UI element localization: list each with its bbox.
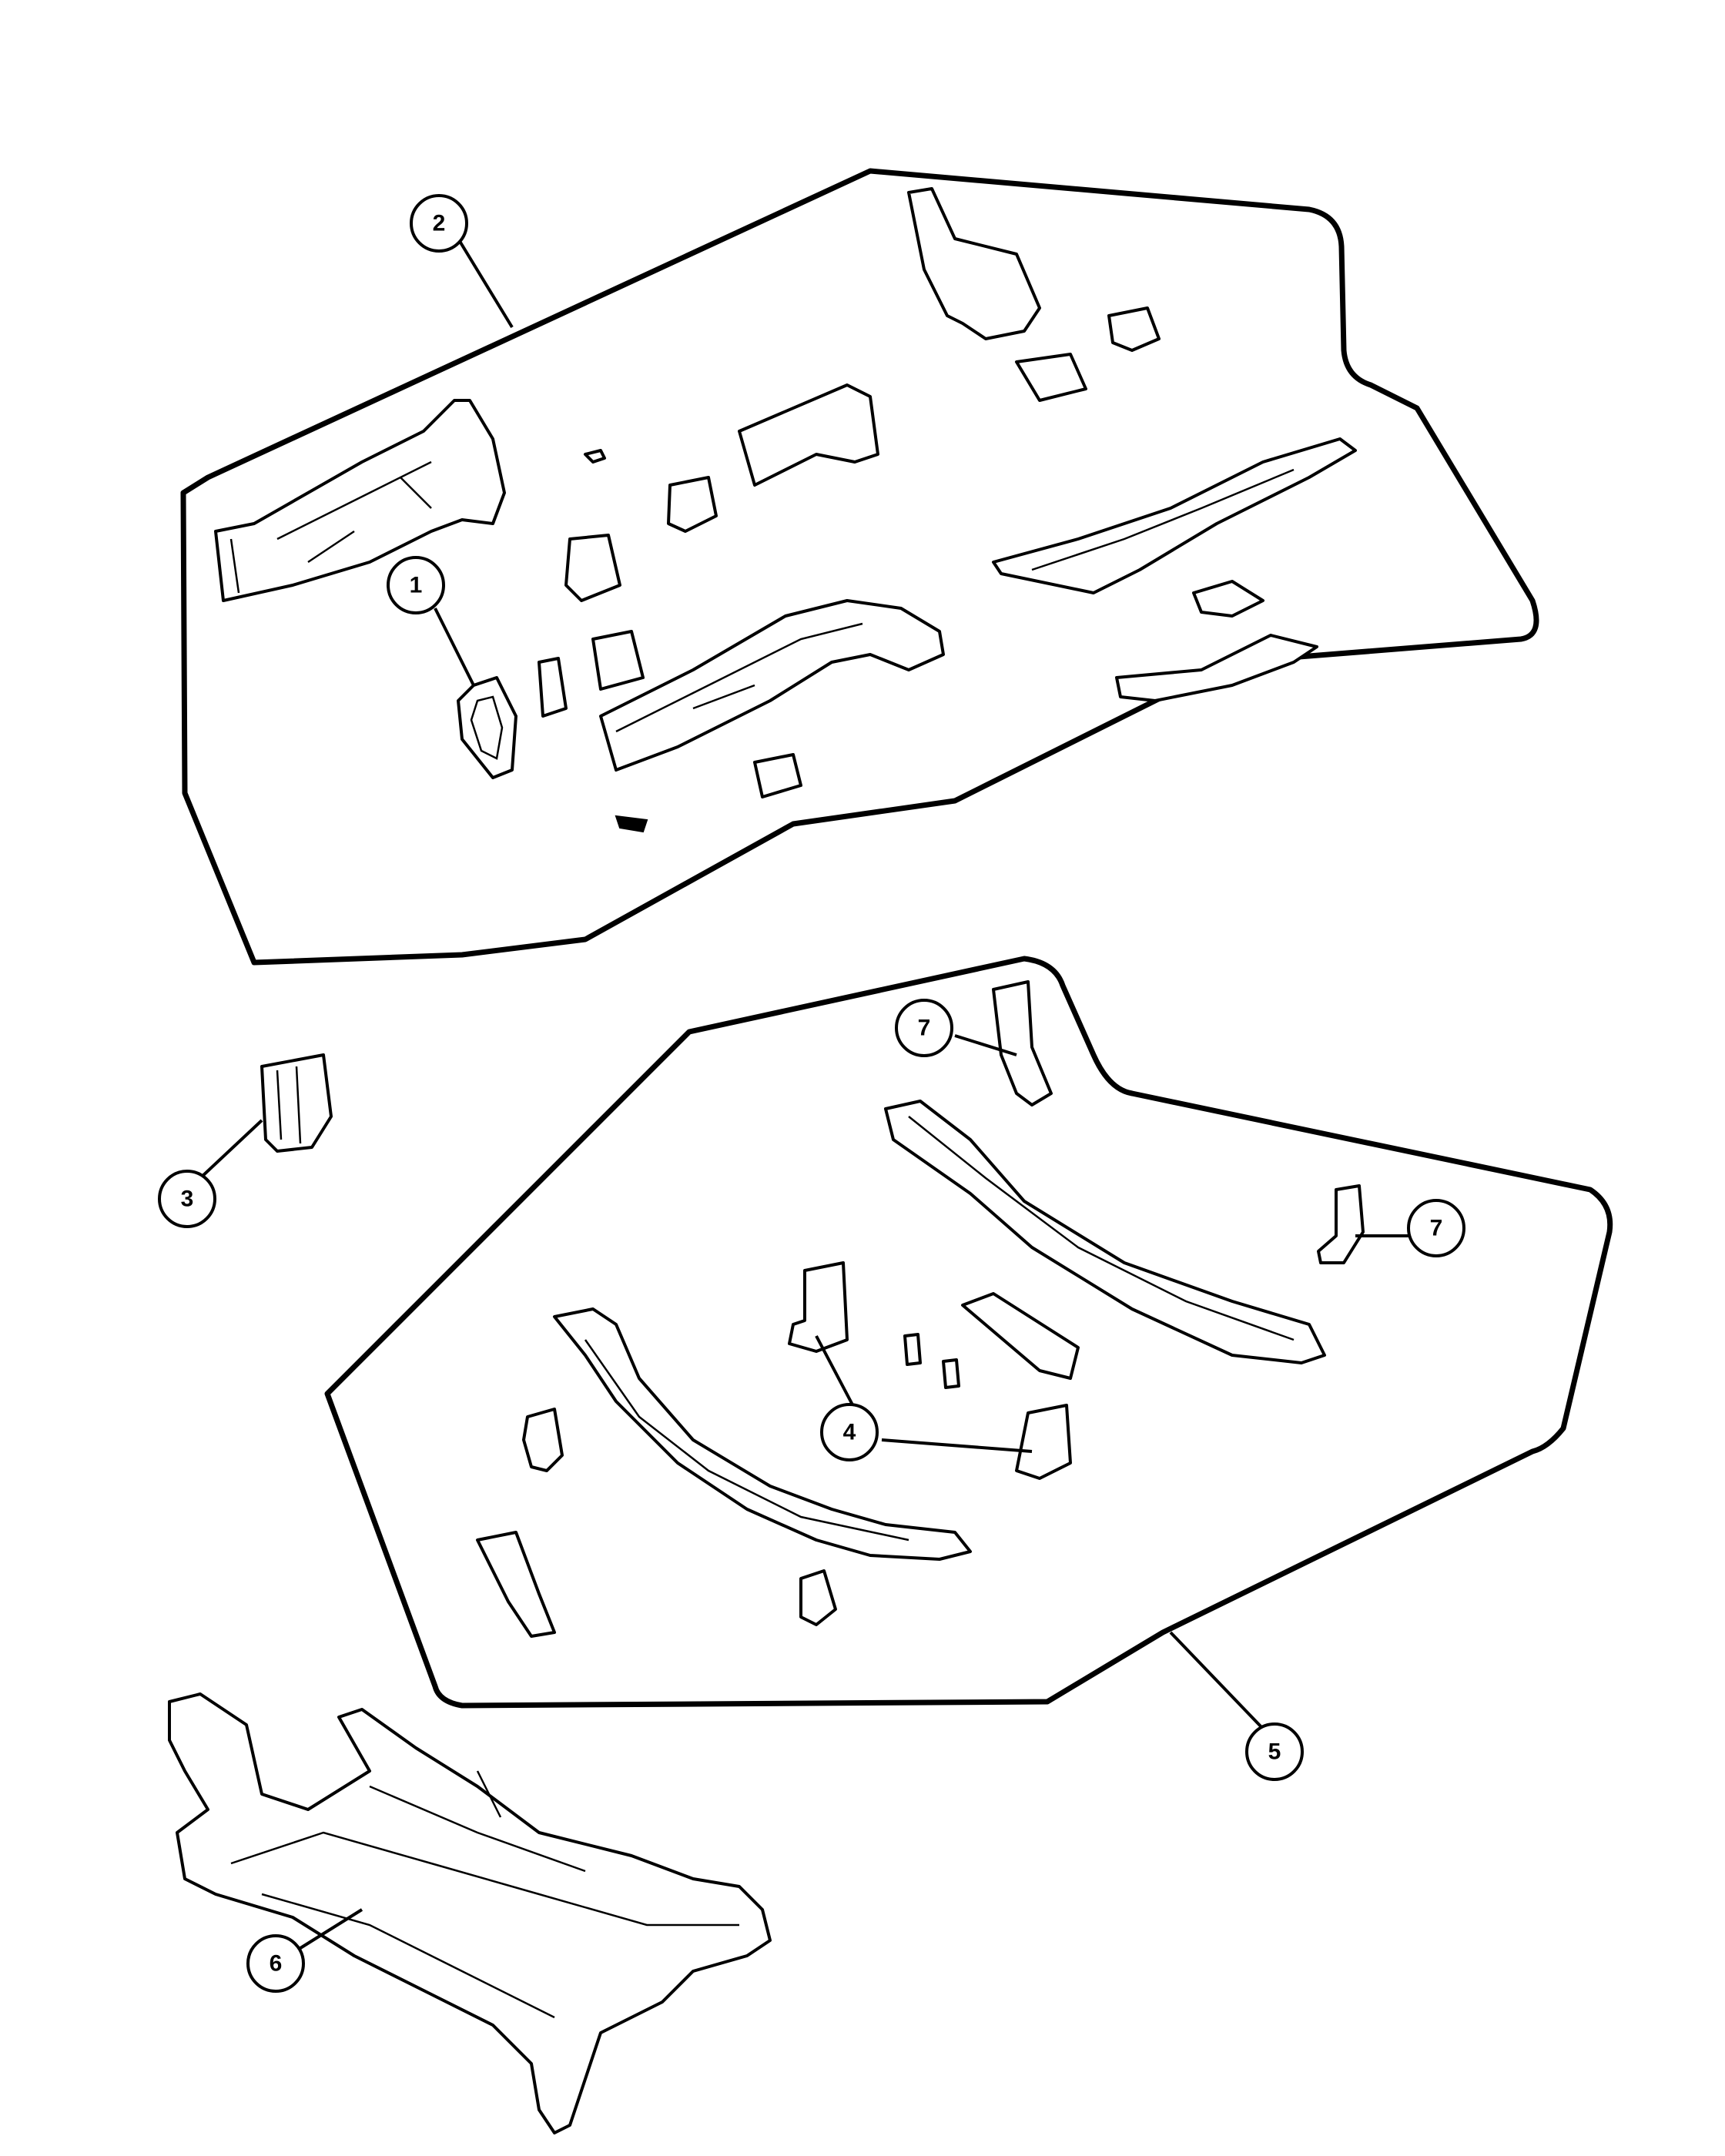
leader-5 <box>1169 1631 1264 1730</box>
callout-4: 4 <box>820 1403 879 1461</box>
small-bolt <box>615 815 648 833</box>
callout-1-label: 1 <box>410 573 423 598</box>
tower-bracket <box>907 187 1041 340</box>
front-crossmember-detail <box>584 1339 909 1542</box>
bracket-a <box>667 476 718 533</box>
spacer-b <box>942 1358 960 1389</box>
tall-bracket-left <box>476 1531 556 1638</box>
callout-5-circle <box>1245 1722 1304 1781</box>
round-mount <box>1192 580 1264 618</box>
subframe-part-6 <box>168 1692 772 2134</box>
bracket-d <box>538 657 568 718</box>
rear-crossmember-detail <box>908 1116 1295 1341</box>
callout-4-label: 4 <box>843 1420 856 1445</box>
parts-group-2 <box>214 187 1357 833</box>
ring-part-1 <box>457 676 518 779</box>
callout-2-label: 2 <box>433 211 446 236</box>
lower-clip <box>753 753 802 798</box>
callout-7-right-label: 7 <box>1430 1216 1443 1241</box>
leader-6 <box>299 1908 363 1950</box>
small-clip <box>584 449 606 464</box>
small-bracket-top <box>1107 306 1161 352</box>
leader-3 <box>199 1119 263 1180</box>
callout-7-right-circle <box>1407 1199 1465 1257</box>
leader-1 <box>434 608 475 686</box>
leader-7a <box>954 1034 1017 1056</box>
front-crossmember <box>553 1307 972 1561</box>
part-3-detail <box>276 1066 302 1144</box>
subframe <box>168 1692 772 2134</box>
spacer-a <box>903 1333 922 1366</box>
ring-part-1-hole <box>470 695 504 760</box>
left-front-rail-detail <box>229 460 432 594</box>
group-outline-5 <box>324 956 1613 1709</box>
callout-2: 2 <box>410 194 468 253</box>
parts-group-5 <box>476 980 1365 1638</box>
part-3-bracket <box>260 1053 333 1153</box>
upper-bracket <box>738 383 879 487</box>
leader-2 <box>457 237 514 329</box>
leader-4a <box>815 1335 856 1410</box>
callout-4-circle <box>820 1403 879 1461</box>
callout-3: 3 <box>158 1170 216 1228</box>
bracket-7-right <box>1317 1184 1365 1264</box>
callout-6-label: 6 <box>270 1951 283 1977</box>
small-bracket-mid <box>1015 353 1087 402</box>
callout-6: 6 <box>246 1934 305 1993</box>
subframe-detail <box>230 1770 739 2019</box>
callout-1-circle <box>387 556 445 614</box>
left-front-rail <box>214 399 506 602</box>
callout-5-label: 5 <box>1268 1739 1281 1765</box>
callout-5: 5 <box>1245 1722 1304 1781</box>
callout-3-label: 3 <box>181 1187 194 1212</box>
leader-4b <box>881 1438 1033 1453</box>
floor-bracket <box>1115 634 1318 702</box>
flat-bracket <box>961 1292 1080 1380</box>
bracket-b <box>564 534 621 602</box>
rear-crossmember <box>884 1100 1326 1364</box>
callout-3-circle <box>158 1170 216 1228</box>
group-outline-2 <box>180 168 1539 966</box>
callout-7-top: 7 <box>895 999 953 1057</box>
bracket-4-lower <box>1015 1404 1072 1480</box>
right-rail <box>992 437 1357 594</box>
callout-6-circle <box>246 1934 305 1993</box>
center-rail <box>599 599 945 772</box>
bracket-4-upper <box>788 1261 849 1353</box>
callout-7-top-circle <box>895 999 953 1057</box>
bracket-c <box>591 630 645 691</box>
callout-7-right: 7 <box>1407 1199 1465 1257</box>
right-rail-detail <box>1031 468 1295 571</box>
callout-1: 1 <box>387 556 445 614</box>
callout-7-top-label: 7 <box>918 1016 931 1041</box>
small-bracket-left <box>522 1408 564 1472</box>
u-clip <box>799 1569 837 1626</box>
callout-2-circle <box>410 194 468 253</box>
bracket-7-top <box>992 980 1053 1106</box>
center-rail-detail <box>615 622 863 733</box>
